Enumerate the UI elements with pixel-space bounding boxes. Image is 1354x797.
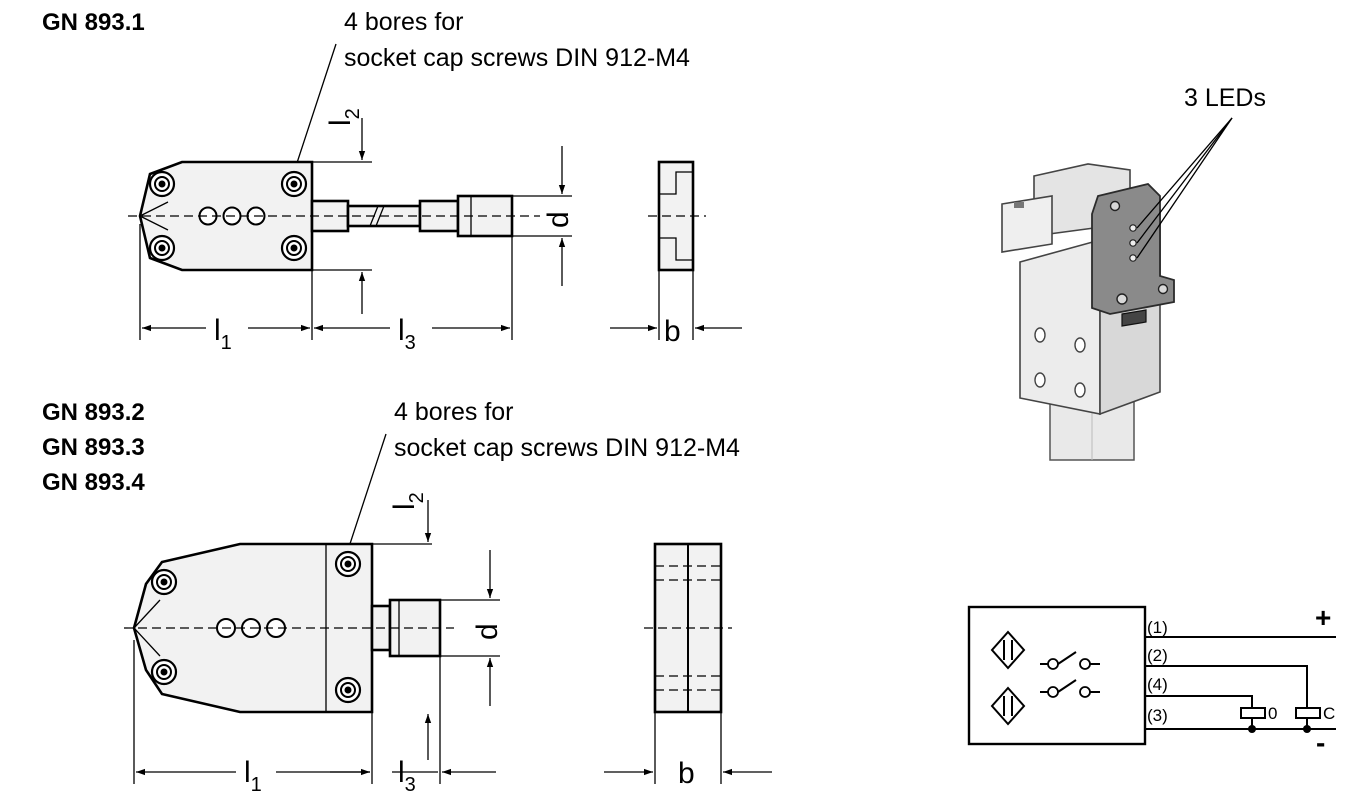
upper-bore-br — [280, 234, 308, 262]
lower-bore-tl — [150, 568, 178, 596]
sensor-symbol-2 — [990, 686, 1026, 726]
upper-dim-l3: l3 — [398, 314, 416, 354]
lower-note-line1: 4 bores for — [394, 398, 514, 426]
upper-drawing: GN 893.1 4 bores for socket cap screws D… — [42, 8, 742, 354]
lower-note-line2: socket cap screws DIN 912-M4 — [394, 434, 740, 462]
upper-dim-l1: l1 — [214, 314, 232, 354]
lower-title-3: GN 893.4 — [42, 469, 145, 496]
lower-bore-br — [334, 676, 362, 704]
upper-bore-tl — [148, 170, 176, 198]
wiring-box — [967, 605, 1147, 746]
lower-title-1: GN 893.2 — [42, 399, 145, 426]
upper-dim-b: b — [664, 315, 681, 348]
pin-4-label: (4) — [1147, 675, 1168, 694]
sensor-plug — [1121, 309, 1147, 327]
upper-note-line2: socket cap screws DIN 912-M4 — [344, 44, 690, 72]
wire-2 — [1145, 665, 1308, 708]
minus-label: - — [1316, 727, 1325, 758]
lower-title-2: GN 893.3 — [42, 434, 145, 461]
pin-3-label: (3) — [1147, 706, 1168, 725]
upper-dim-l2: l2 — [324, 108, 364, 126]
leds-label: 3 LEDs — [1184, 84, 1266, 112]
mount-block-front — [1019, 238, 1101, 415]
upper-note-leader — [293, 43, 337, 173]
clamp-front — [1001, 195, 1053, 253]
load-c-label: C — [1323, 704, 1335, 723]
lower-bore-bl — [150, 658, 178, 686]
upper-bore-bl — [148, 234, 176, 262]
pin-1-label: (1) — [1147, 618, 1168, 637]
lower-dim-l1: l1 — [244, 756, 262, 796]
upper-bore-tr — [280, 170, 308, 198]
wiring-diagram: (1) (2) (4) (3) 0 C + - — [967, 602, 1336, 758]
load-c — [1295, 707, 1321, 719]
pin-2-label: (2) — [1147, 646, 1168, 665]
upper-title: GN 893.1 — [42, 9, 145, 36]
lower-dim-l2: l2 — [388, 492, 428, 510]
load-0 — [1240, 707, 1266, 719]
lower-bore-tr — [334, 550, 362, 578]
upper-dim-d: d — [542, 211, 575, 228]
lower-dim-d: d — [471, 623, 504, 640]
plus-label: + — [1315, 602, 1331, 633]
led-dot-2 — [1129, 239, 1137, 247]
lower-drawing: GN 893.2 GN 893.3 GN 893.4 4 bores for s… — [42, 398, 772, 796]
product-illustration: 3 LEDs — [1001, 84, 1266, 461]
lower-note-leader — [345, 433, 387, 557]
led-dot-1 — [1129, 224, 1137, 232]
upper-note-line1: 4 bores for — [344, 8, 464, 36]
lower-dim-l3: l3 — [398, 756, 416, 796]
load-0-label: 0 — [1268, 704, 1277, 723]
sensor-symbol-1 — [990, 630, 1026, 670]
lower-dim-b: b — [678, 757, 695, 790]
sensor-housing — [1091, 183, 1175, 315]
led-dot-3 — [1129, 254, 1137, 262]
wire-4 — [1145, 695, 1253, 708]
